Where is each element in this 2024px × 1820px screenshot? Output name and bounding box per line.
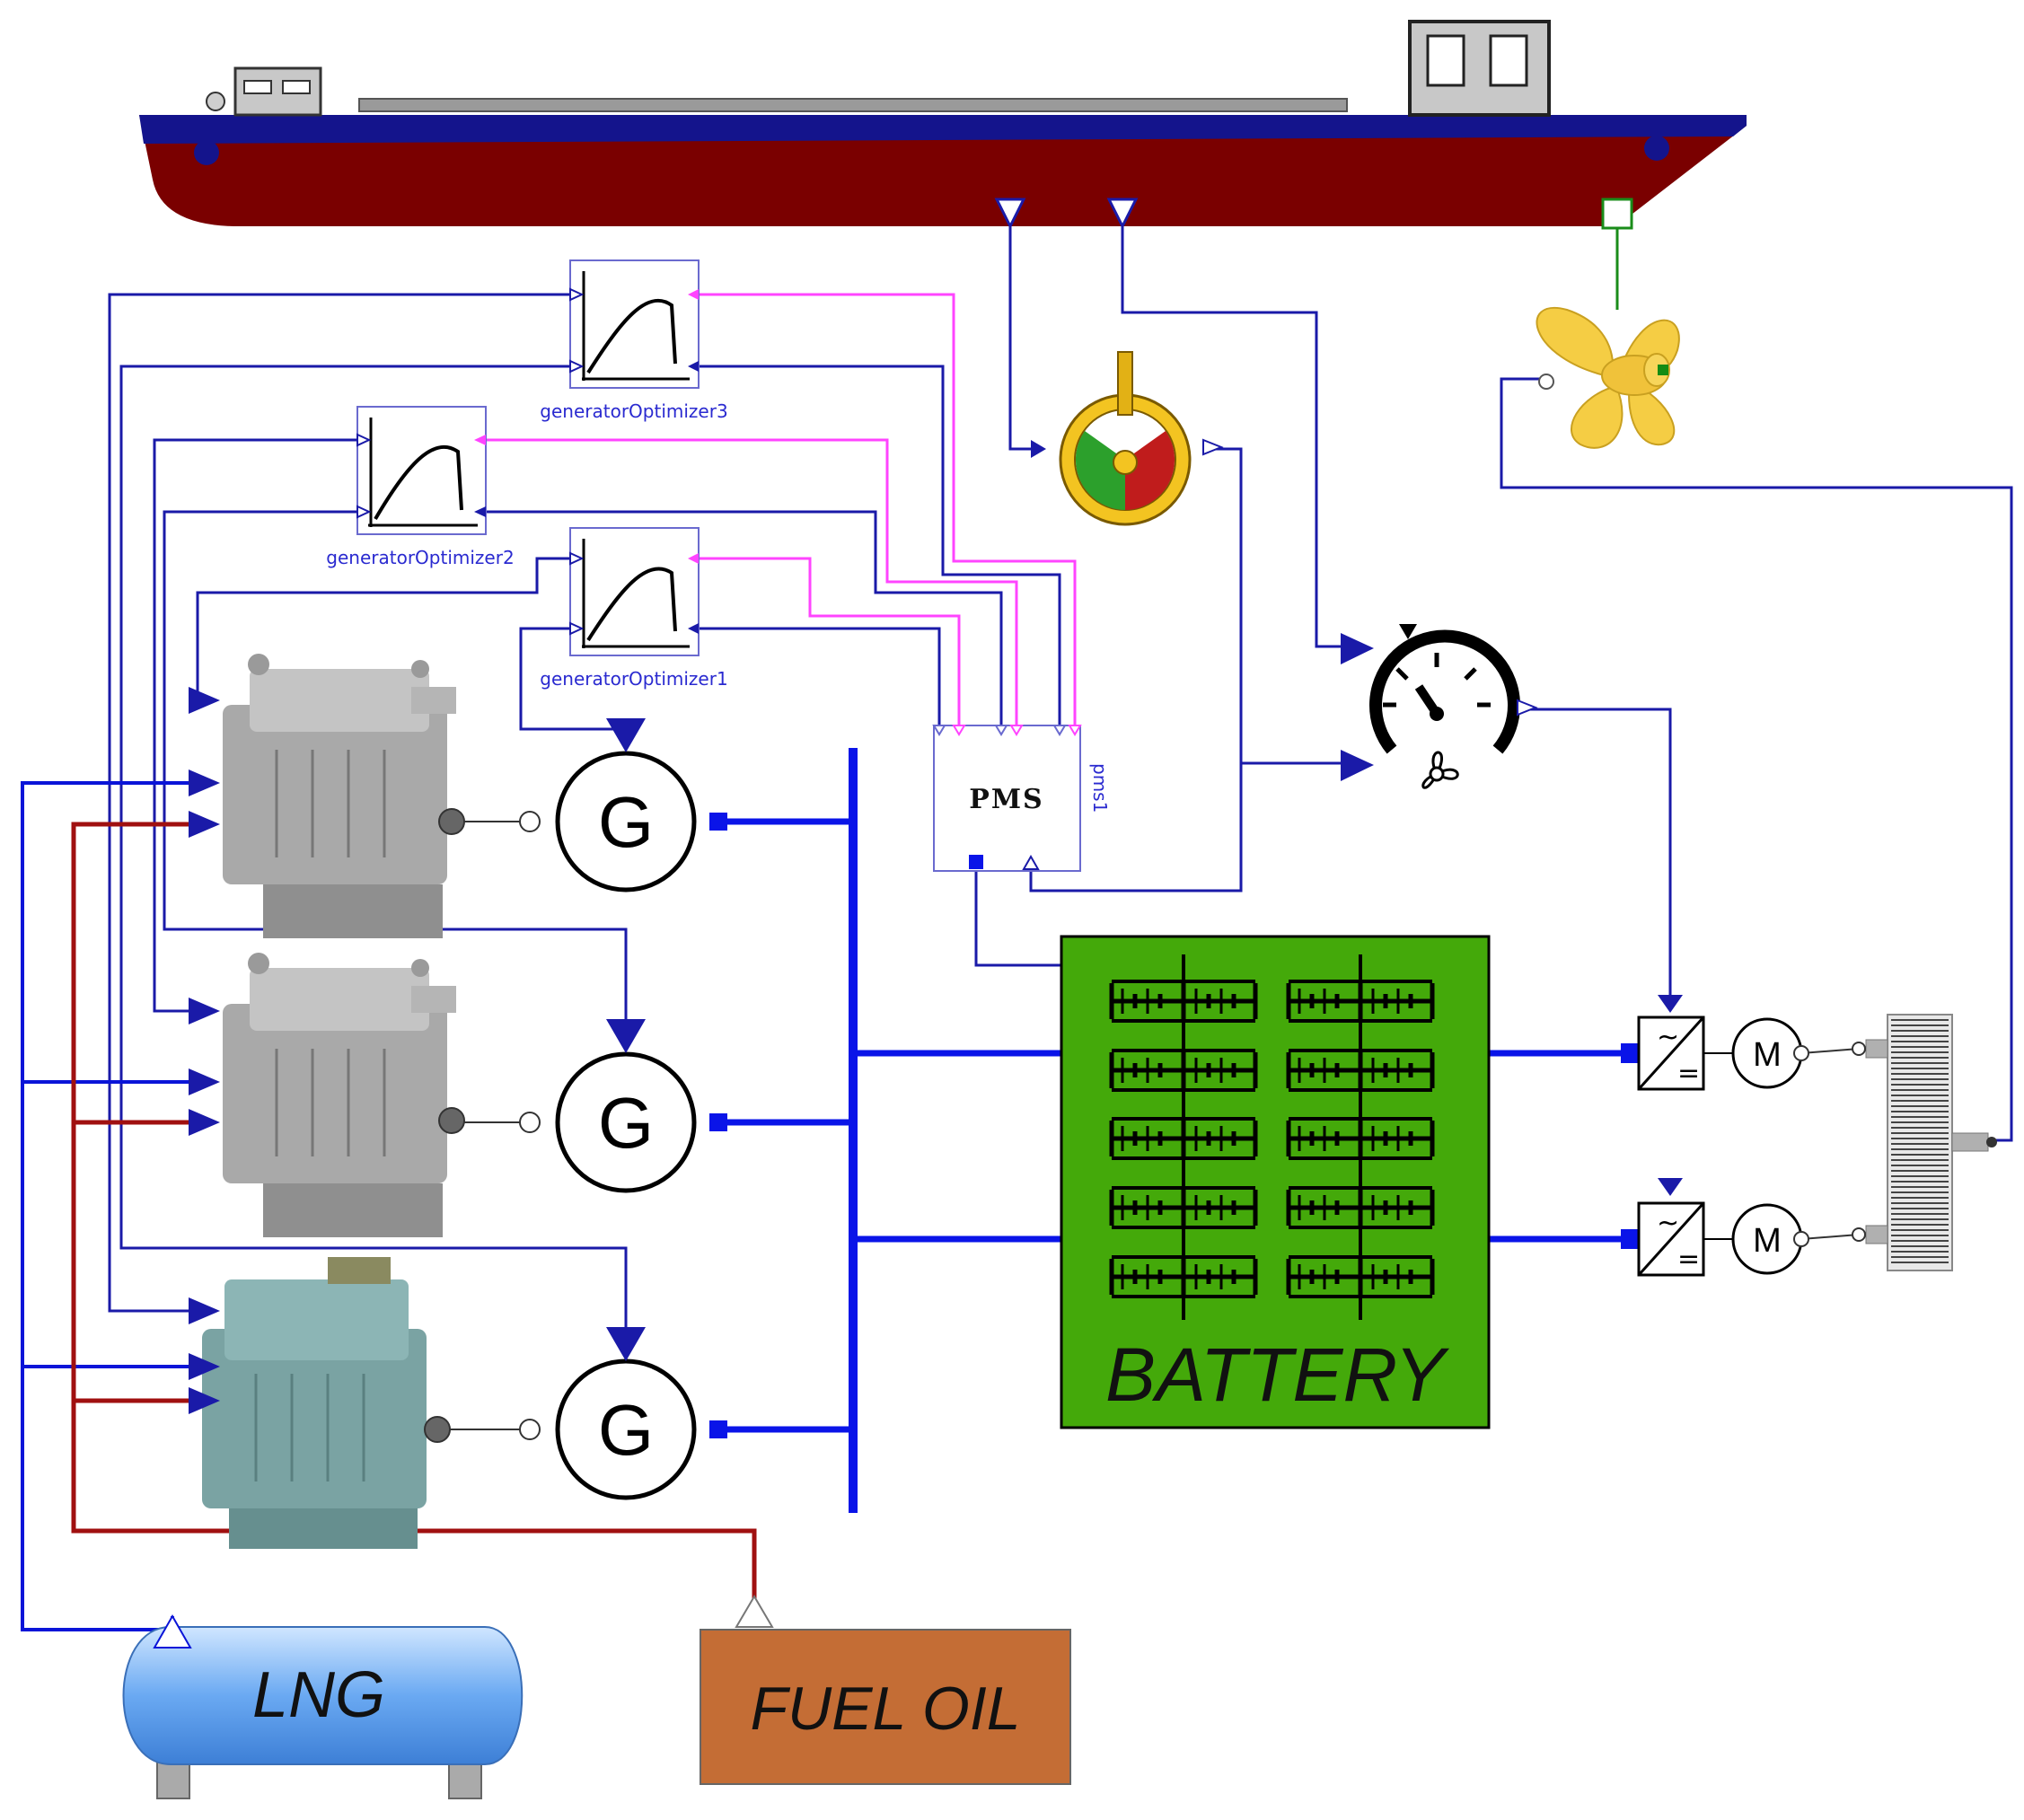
diesel-engine-icon bbox=[202, 1257, 451, 1549]
pms-block[interactable]: PMS bbox=[932, 725, 1082, 872]
pms-instance-label: pms1 bbox=[1089, 763, 1111, 813]
generator-optimizer-2-label: generatorOptimizer2 bbox=[326, 547, 514, 568]
generator-optimizer-1[interactable] bbox=[569, 527, 700, 656]
generator-optimizer-3[interactable] bbox=[569, 259, 700, 389]
fuel-oil-tank[interactable]: FUEL OIL bbox=[700, 1595, 1071, 1785]
generator-2-symbol: G bbox=[598, 1083, 654, 1163]
pms-title: PMS bbox=[969, 784, 1043, 815]
engine-input-arrows bbox=[189, 687, 220, 1414]
generator-3-symbol: G bbox=[598, 1390, 654, 1470]
lng-label: LNG bbox=[252, 1659, 385, 1731]
motor-2-symbol: M bbox=[1753, 1222, 1782, 1260]
lng-tank[interactable]: LNG bbox=[122, 1613, 524, 1799]
engine-order-telegraph-icon[interactable] bbox=[1031, 351, 1224, 526]
gearbox-icon[interactable] bbox=[1865, 1014, 1997, 1271]
propeller-icon[interactable] bbox=[1536, 228, 1680, 449]
lng-fuel-lines bbox=[21, 781, 211, 1631]
generator-1-symbol: G bbox=[598, 782, 654, 862]
generator-2[interactable]: G bbox=[555, 1019, 697, 1193]
generator-optimizer-1-label: generatorOptimizer1 bbox=[540, 668, 727, 690]
motor-2[interactable]: M bbox=[1703, 1203, 1866, 1275]
motor-1-symbol: M bbox=[1753, 1036, 1782, 1074]
generator-optimizer-3-label: generatorOptimizer3 bbox=[540, 400, 727, 422]
converter-1-ac: ~ bbox=[1657, 1022, 1679, 1053]
ship-hull-icon bbox=[139, 20, 1747, 230]
engine-shafts bbox=[449, 811, 541, 1440]
speed-gauge-icon[interactable] bbox=[1341, 624, 1538, 789]
diesel-engine-icon bbox=[223, 654, 465, 938]
converter-1[interactable]: ~ = bbox=[1637, 995, 1705, 1091]
electric-bus bbox=[709, 748, 1639, 1513]
converter-2-ac: ~ bbox=[1657, 1208, 1679, 1239]
converter-2-dc: = bbox=[1677, 1244, 1700, 1275]
fuel-oil-lines bbox=[71, 822, 757, 1607]
fuel-oil-label: FUEL OIL bbox=[750, 1675, 1020, 1743]
generator-3[interactable]: G bbox=[555, 1327, 697, 1500]
motor-1[interactable]: M bbox=[1703, 1017, 1866, 1089]
converter-2[interactable]: ~ = bbox=[1637, 1178, 1705, 1277]
generator-1[interactable]: G bbox=[555, 718, 697, 892]
diesel-engine-icon bbox=[223, 953, 465, 1237]
converter-1-dc: = bbox=[1677, 1058, 1700, 1089]
generator-optimizer-2[interactable] bbox=[356, 406, 487, 535]
battery-label: BATTERY bbox=[1105, 1332, 1450, 1417]
optimizer-links bbox=[480, 293, 1077, 725]
battery-bank[interactable]: BATTERY bbox=[1060, 935, 1491, 1429]
